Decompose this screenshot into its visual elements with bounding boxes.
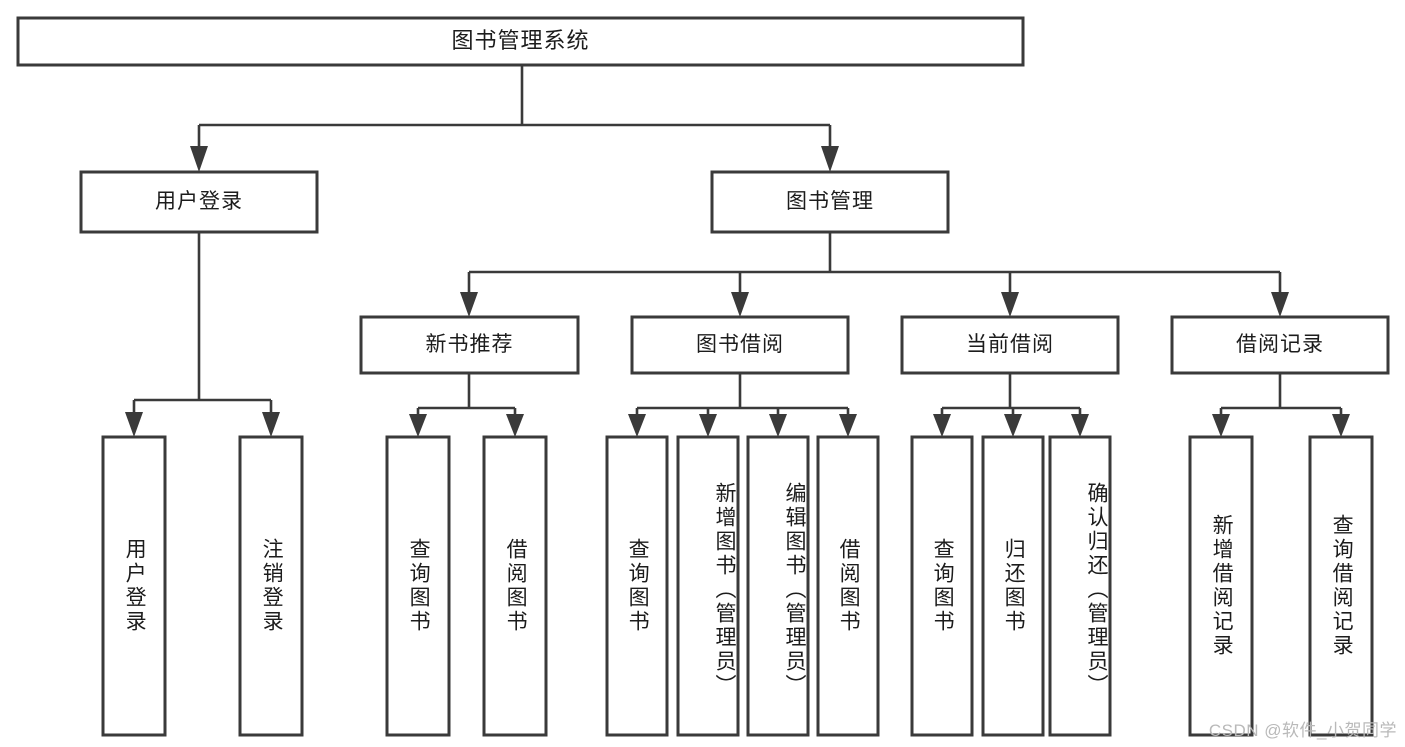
node-box-new-book-recommend[interactable] (359, 315, 580, 375)
connector-book-borrow-to-leaves (628, 373, 857, 437)
node-box-leaf-book-borrow-1[interactable] (676, 435, 740, 737)
node-box-leaf-user-login-1[interactable] (238, 435, 304, 737)
node-box-current-borrow[interactable] (900, 315, 1120, 375)
node-box-leaf-book-borrow-2[interactable] (746, 435, 810, 737)
connector-book-management-to-level3 (460, 232, 1289, 317)
connector-user-login-to-leaves (125, 232, 280, 437)
connector-borrow-record-to-leaves (1212, 373, 1350, 437)
node-box-leaf-current-borrow-2[interactable] (1048, 435, 1112, 737)
node-box-book-management[interactable] (710, 170, 950, 234)
node-box-leaf-new-book-1[interactable] (482, 435, 548, 737)
node-box-leaf-current-borrow-0[interactable] (910, 435, 974, 737)
node-box-leaf-new-book-0[interactable] (385, 435, 451, 737)
node-box-leaf-book-borrow-0[interactable] (605, 435, 669, 737)
node-box-book-borrow[interactable] (630, 315, 850, 375)
node-box-leaf-borrow-record-0[interactable] (1188, 435, 1254, 737)
node-box-leaf-borrow-record-1[interactable] (1308, 435, 1374, 737)
node-box-leaf-user-login-0[interactable] (101, 435, 167, 737)
node-box-leaf-current-borrow-1[interactable] (981, 435, 1045, 737)
node-box-borrow-record[interactable] (1170, 315, 1390, 375)
connector-current-borrow-to-leaves (933, 373, 1089, 437)
node-box-user-login[interactable] (79, 170, 319, 234)
connector-new-book-to-leaves (409, 373, 524, 437)
watermark: CSDN @软件_小贺同学 (1208, 721, 1397, 740)
node-box-root[interactable] (16, 16, 1025, 67)
node-box-leaf-book-borrow-3[interactable] (816, 435, 880, 737)
connector-root-to-level2 (190, 65, 839, 172)
